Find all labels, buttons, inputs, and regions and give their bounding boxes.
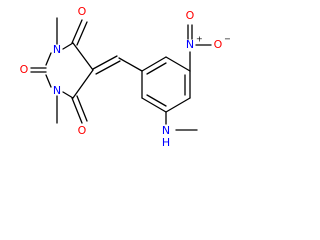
amine-nitrogen-label: N <box>162 124 170 137</box>
oxygen-left-label: O <box>20 63 29 76</box>
bond-c6-n1 <box>62 42 74 50</box>
chemical-structure: O O O N N N + O O − N H <box>20 5 231 149</box>
amine-hydrogen-label: H <box>162 136 170 149</box>
bond-ring-c1-c2 <box>141 56 167 72</box>
bond-n1-c2 <box>45 52 52 66</box>
oxygen-bottom-label: O <box>78 124 87 137</box>
nitrogen-n3-label: N <box>53 84 61 97</box>
bond-c4-o-bottom-a <box>71 97 83 124</box>
bonds <box>30 17 212 131</box>
bond-c6-o-top-a <box>71 19 83 44</box>
bond-c2-n3 <box>45 74 52 88</box>
bond-ring-c4-c5 <box>165 97 191 113</box>
nitro-minus-charge: − <box>224 35 231 44</box>
atom-labels: O O O N N N + O O − N H <box>20 5 231 149</box>
oxygen-top-label: O <box>78 5 87 18</box>
nitro-nitrogen-label: N <box>186 38 194 51</box>
bond-n3-c4 <box>62 91 74 99</box>
bond-ring-c2-c3 <box>165 56 191 72</box>
bond-c5-alkene-a <box>92 55 118 70</box>
nitro-oxygen-right-label: O <box>214 38 223 51</box>
bond-ring-inner-1 <box>146 62 167 75</box>
bond-c5-c6 <box>72 42 94 71</box>
nitrogen-n1-label: N <box>53 43 61 56</box>
bond-vinyl-aryl <box>118 57 143 72</box>
bond-c4-o-bottom-b <box>76 95 88 122</box>
nitro-oxygen-top-label: O <box>186 9 195 22</box>
bond-ring-inner-3 <box>146 94 167 107</box>
bond-c5-alkene-b <box>95 60 121 75</box>
bond-c6-o-top-b <box>76 21 88 46</box>
bond-ring-c5-c6 <box>141 97 167 113</box>
nitro-plus-charge: + <box>196 35 203 44</box>
bond-c4-c5 <box>72 69 94 99</box>
